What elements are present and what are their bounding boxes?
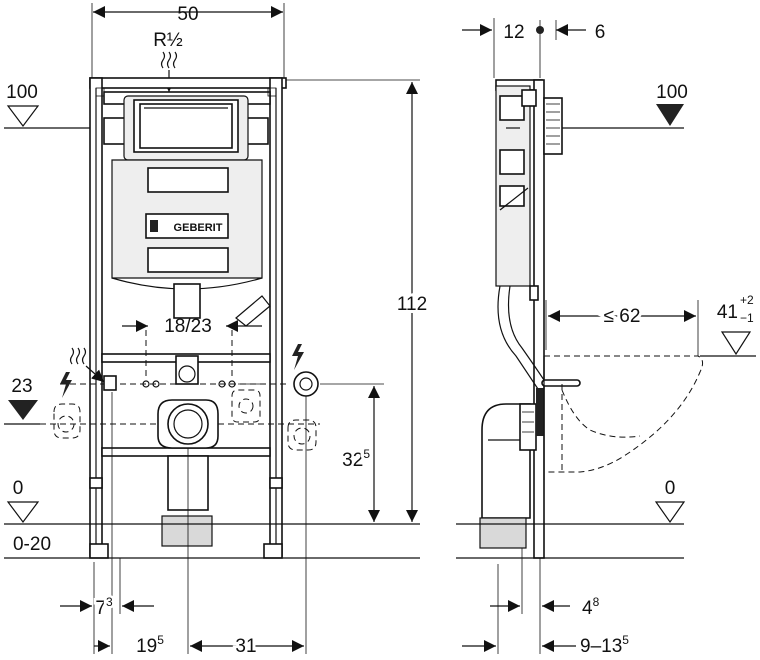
pipe-connector [175,355,199,385]
reference-point-icon [536,26,544,34]
offset-b-label: 195 [136,633,164,657]
frame-side-profile [479,79,581,559]
depth-label: ≤ 62 [604,306,641,327]
level-mark-100-left: 100 [4,82,90,129]
pipe-dim-label: 18/23 [164,316,212,337]
toilet-pan-outline [544,355,704,473]
offset-c-label: 31 [235,636,256,657]
level-mark-100-right: 100 [562,82,688,129]
svg-text:0: 0 [665,478,676,499]
level-mark-23-left: 23 [4,376,40,425]
dim-12-label: 12 [503,22,524,43]
front-view: 50 R½ [4,3,430,660]
width-label: 50 [177,4,198,25]
svg-text:100: 100 [656,82,688,103]
lightning-icon-right [292,344,304,370]
range-label: 9–135 [580,633,629,657]
seat-height-mark: 41 +2 −1 [700,293,756,357]
electric-connection-middle [231,389,261,423]
svg-text:23: 23 [11,376,32,397]
electric-connection-right [287,344,319,451]
svg-text:41: 41 [717,302,738,323]
level-mark-0-right: 0 [456,478,686,559]
wall-thickness-label: 48 [582,595,600,619]
svg-text:+2: +2 [740,293,754,307]
outlet-bend [40,399,320,547]
offset-a-label: 73 [95,595,113,619]
svg-text:−1: −1 [740,311,754,325]
outlet-height-label: 325 [342,447,370,471]
dim-6-label: 6 [595,22,606,43]
brand-label: GEBERIT [174,222,223,234]
water-supply-left [69,347,117,391]
lightning-icon [60,372,72,398]
electric-connection-left [53,372,81,439]
thread-label: R½ [153,30,183,51]
height-label: 112 [397,294,427,315]
svg-text:0: 0 [13,478,24,499]
cistern: GEBERIT [111,95,271,327]
svg-text:100: 100 [6,82,38,103]
side-view: 12 6 [456,18,756,657]
brand-logo-icon [150,220,158,232]
level-range-label: 0-20 [13,534,51,555]
level-mark-0-left: 0 0-20 [4,478,420,559]
